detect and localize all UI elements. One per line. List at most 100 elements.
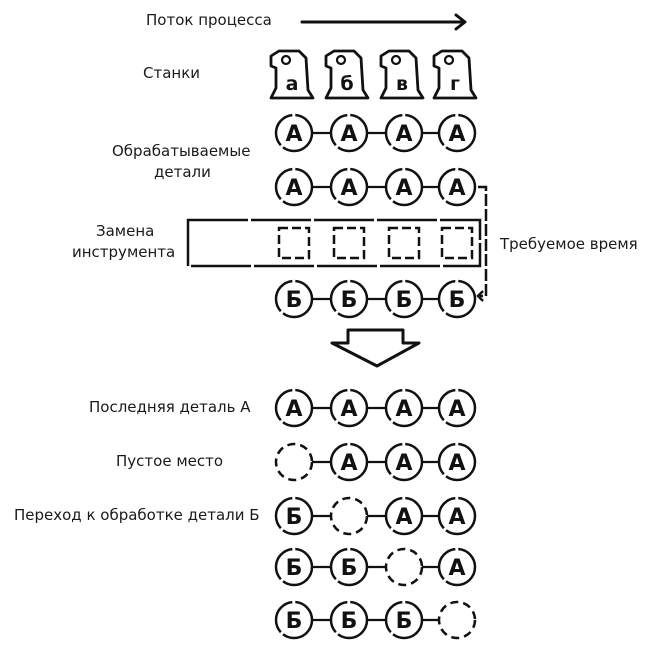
part-label: А	[340, 122, 357, 147]
part-circle	[329, 388, 369, 428]
machine-label: в	[396, 73, 408, 95]
part-circle	[329, 167, 369, 207]
machine-gauge-icon	[443, 54, 455, 66]
part-circle	[384, 113, 424, 153]
machine-label: г	[450, 73, 460, 95]
part-label: Б	[396, 609, 413, 634]
process-flow-arrow	[300, 13, 467, 31]
part-circle	[274, 496, 314, 536]
part-circle	[384, 442, 424, 482]
part-label: А	[448, 451, 465, 476]
part-circle	[384, 600, 424, 640]
tool-change-row	[277, 226, 474, 260]
part-circle	[274, 113, 314, 153]
machine-1: а	[269, 49, 315, 100]
tool-slot-icon	[332, 226, 366, 260]
part-circle	[437, 113, 477, 153]
machine-3: в	[379, 49, 425, 100]
part-label: А	[340, 176, 357, 201]
machine-4: г	[432, 49, 478, 100]
machine-body-icon	[379, 49, 425, 100]
tool-change-label-line1: Замена	[96, 222, 155, 240]
required-time-label: Требуемое время	[500, 235, 638, 253]
part-label: А	[395, 451, 412, 476]
part-label: Б	[396, 288, 413, 313]
part-label: А	[448, 176, 465, 201]
last-part-a-label: Последняя деталь А	[89, 398, 251, 416]
part-circle	[274, 279, 314, 319]
part-circle	[384, 496, 424, 536]
part-label: А	[285, 122, 302, 147]
machines-label: Станки	[143, 64, 201, 82]
part-circle	[274, 547, 314, 587]
part-circle	[274, 600, 314, 640]
tool-slot-icon	[277, 226, 311, 260]
part-circle	[274, 388, 314, 428]
part-label: А	[448, 556, 465, 581]
tool-change-box	[186, 218, 482, 268]
part-circle	[329, 113, 369, 153]
part-label: А	[448, 122, 465, 147]
process-flow-label: Поток процесса	[146, 11, 272, 29]
empty-slot-icon	[384, 547, 424, 587]
part-circle	[384, 388, 424, 428]
machine-gauge-icon	[280, 54, 292, 66]
part-label: А	[395, 122, 412, 147]
part-label: А	[285, 397, 302, 422]
part-circle	[437, 547, 477, 587]
machine-gauge-icon	[335, 54, 347, 66]
part-label: А	[395, 505, 412, 530]
part-circle	[329, 442, 369, 482]
part-label: А	[340, 451, 357, 476]
part-label: Б	[341, 609, 358, 634]
machine-label: б	[340, 73, 353, 95]
machine-body-icon	[432, 49, 478, 100]
required-time-arrow	[476, 185, 488, 302]
part-label: А	[395, 176, 412, 201]
part-label: Б	[341, 556, 358, 581]
part-label: Б	[286, 609, 303, 634]
part-circle	[329, 600, 369, 640]
part-label: Б	[341, 288, 358, 313]
part-circle	[437, 279, 477, 319]
machines-group: а б в г	[269, 49, 478, 100]
part-label: А	[448, 505, 465, 530]
part-label: А	[340, 397, 357, 422]
part-label: Б	[286, 288, 303, 313]
part-circle	[329, 547, 369, 587]
machine-body-icon	[269, 49, 315, 100]
part-circle	[384, 167, 424, 207]
machine-2: б	[324, 49, 370, 100]
parts-label-line1: Обрабатываемые	[112, 142, 251, 160]
tool-change-label-line2: инструмента	[72, 243, 176, 261]
empty-slot-icon	[329, 496, 369, 536]
part-label: А	[395, 397, 412, 422]
part-circle	[274, 167, 314, 207]
tool-slot-icon	[440, 226, 474, 260]
part-circle	[437, 388, 477, 428]
machine-body-icon	[324, 49, 370, 100]
part-circle	[437, 496, 477, 536]
tool-slot-icon	[387, 226, 421, 260]
part-circle	[329, 279, 369, 319]
part-circle	[384, 279, 424, 319]
transition-down-arrow	[330, 328, 421, 368]
part-label: Б	[286, 505, 303, 530]
part-label: Б	[286, 556, 303, 581]
switch-to-b-label: Переход к обработке детали Б	[14, 506, 260, 524]
part-label: А	[448, 397, 465, 422]
parts-label-line2: детали	[154, 163, 211, 181]
empty-slot-label: Пустое место	[116, 452, 224, 470]
empty-slot-icon	[437, 600, 477, 640]
empty-slot-icon	[274, 442, 314, 482]
machine-label: а	[286, 73, 299, 95]
